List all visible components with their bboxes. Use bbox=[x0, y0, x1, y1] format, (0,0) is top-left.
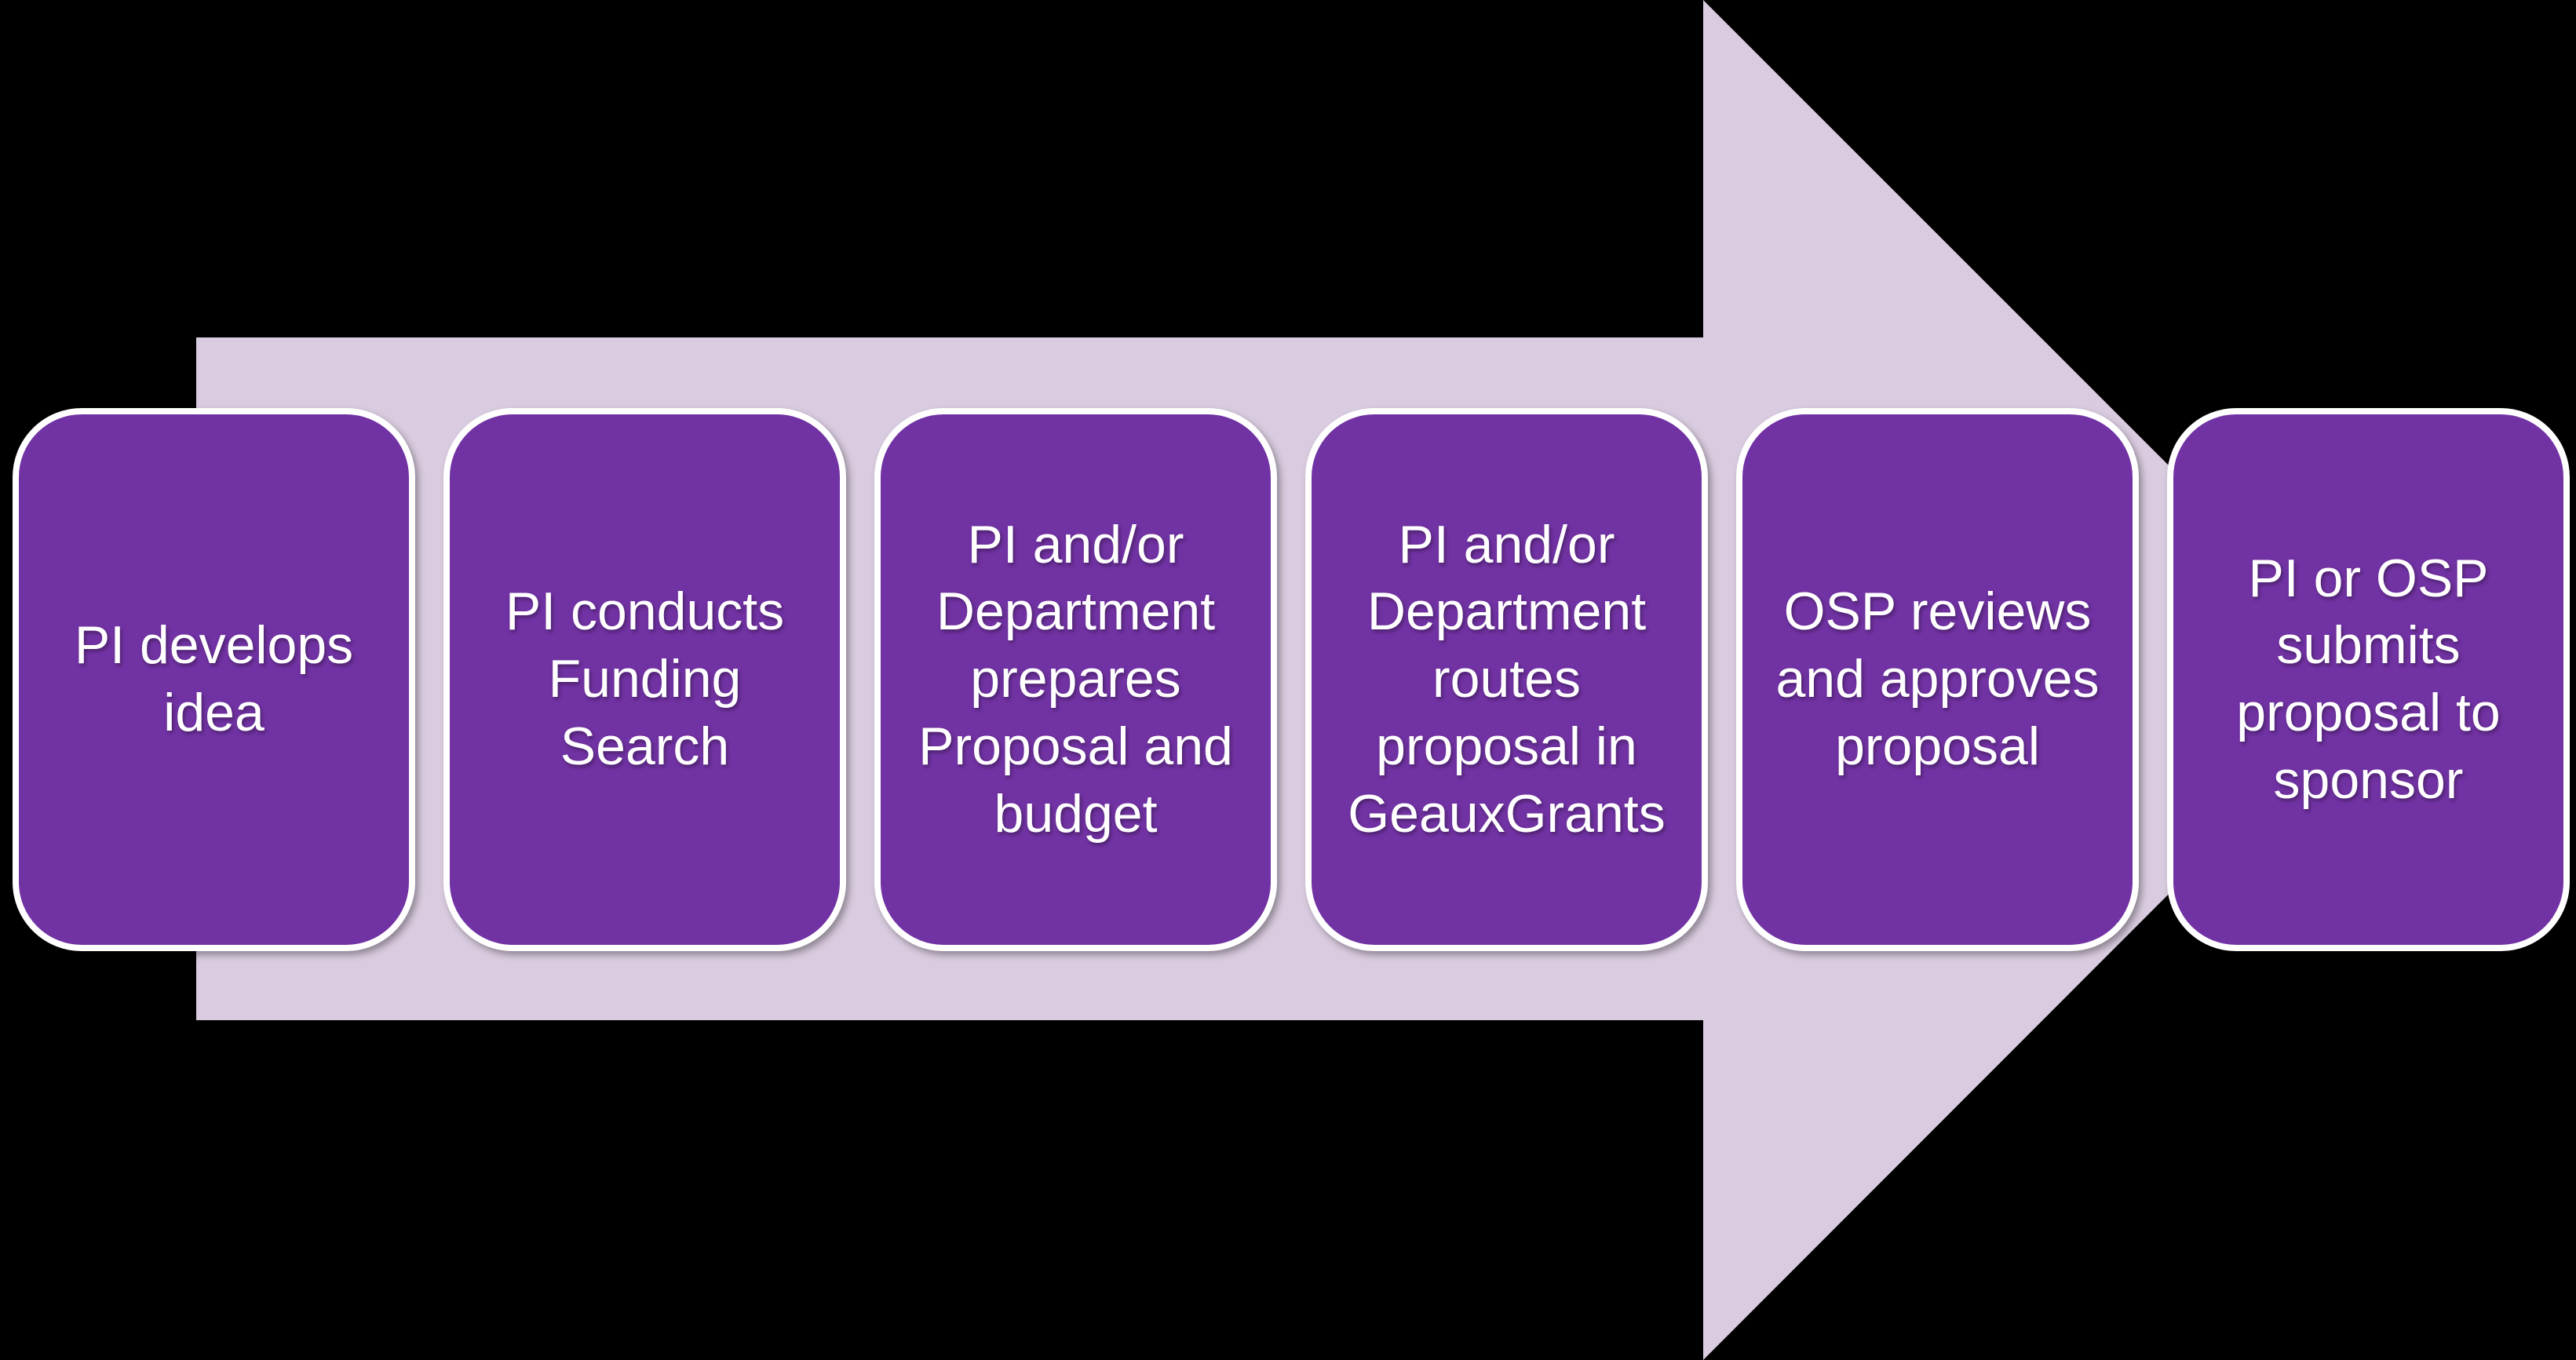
step-route-proposal-geauxgrants: PI and/or Department routes proposal in … bbox=[1305, 408, 1708, 951]
step-osp-reviews-approves: OSP reviews and approves proposal bbox=[1736, 408, 2139, 951]
step-prepare-proposal-budget: PI and/or Department prepares Proposal a… bbox=[874, 408, 1277, 951]
right-arrow-polygon bbox=[196, 0, 2383, 1360]
step-funding-search-label: PI conducts Funding Search bbox=[505, 582, 785, 776]
step-osp-reviews-approves-label: OSP reviews and approves proposal bbox=[1775, 582, 2100, 776]
step-route-proposal-geauxgrants-label: PI and/or Department routes proposal in … bbox=[1348, 514, 1666, 844]
process-steps-row: PI develops idea PI conducts Funding Sea… bbox=[13, 408, 2570, 951]
step-submit-to-sponsor-label: PI or OSP submits proposal to sponsor bbox=[2236, 548, 2501, 810]
step-funding-search: PI conducts Funding Search bbox=[443, 408, 846, 951]
step-pi-develops-idea: PI develops idea bbox=[13, 408, 415, 951]
step-pi-develops-idea-label: PI develops idea bbox=[74, 615, 354, 742]
step-submit-to-sponsor: PI or OSP submits proposal to sponsor bbox=[2167, 408, 2570, 951]
step-prepare-proposal-budget-label: PI and/or Department prepares Proposal a… bbox=[918, 514, 1233, 844]
